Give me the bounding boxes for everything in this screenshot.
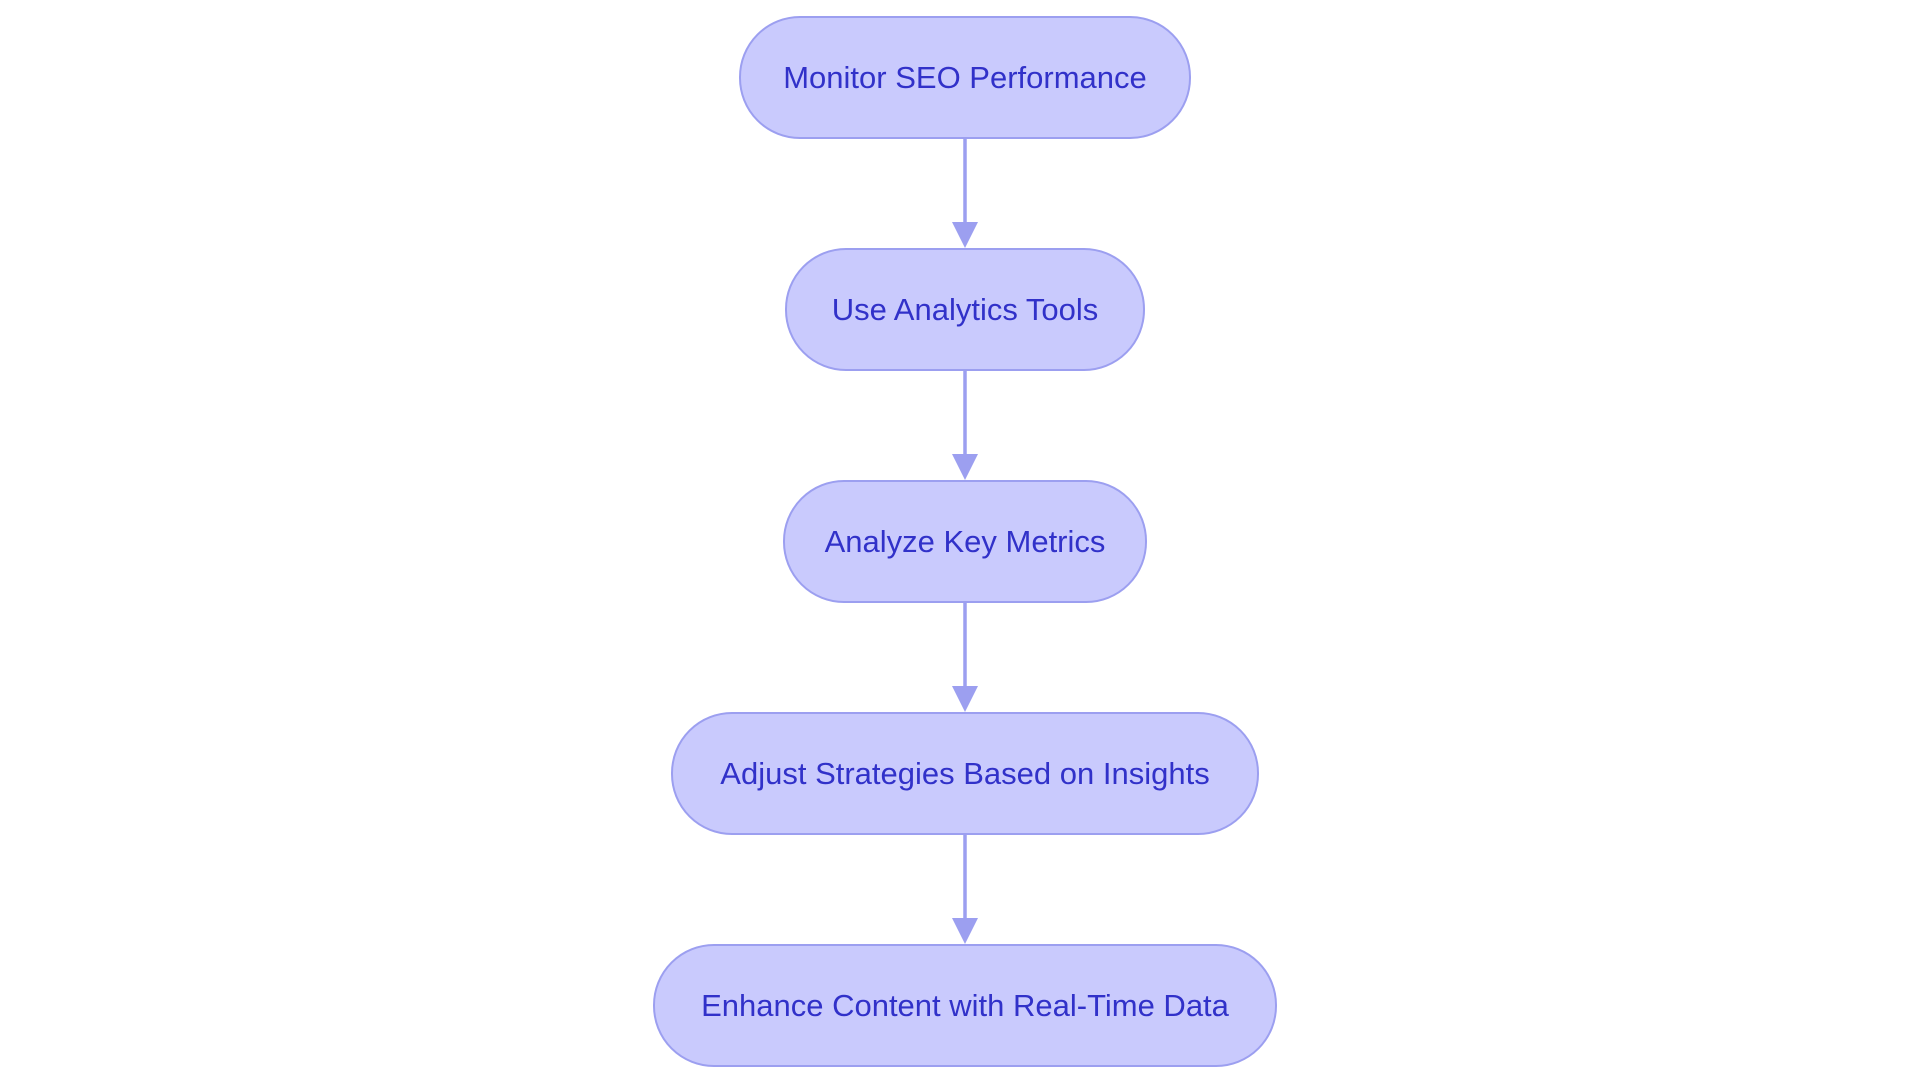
step-monitor-seo-performance: Monitor SEO Performance: [739, 16, 1191, 139]
connector-4: [952, 835, 978, 944]
step-label: Analyze Key Metrics: [824, 523, 1106, 559]
connector-2: [952, 371, 978, 480]
arrowhead-2: [952, 454, 978, 480]
arrowhead-4: [952, 918, 978, 944]
step-label: Use Analytics Tools: [831, 291, 1099, 327]
connector-1: [952, 139, 978, 248]
step-label: Adjust Strategies Based on Insights: [720, 755, 1210, 791]
arrowhead-3: [952, 686, 978, 712]
step-analyze-key-metrics: Analyze Key Metrics: [783, 480, 1147, 603]
connector-3: [952, 603, 978, 712]
step-adjust-strategies: Adjust Strategies Based on Insights: [671, 712, 1259, 835]
step-label: Enhance Content with Real-Time Data: [701, 987, 1229, 1023]
arrowhead-1: [952, 222, 978, 248]
step-label: Monitor SEO Performance: [783, 59, 1147, 95]
step-use-analytics-tools: Use Analytics Tools: [785, 248, 1145, 371]
step-enhance-content: Enhance Content with Real-Time Data: [653, 944, 1277, 1067]
